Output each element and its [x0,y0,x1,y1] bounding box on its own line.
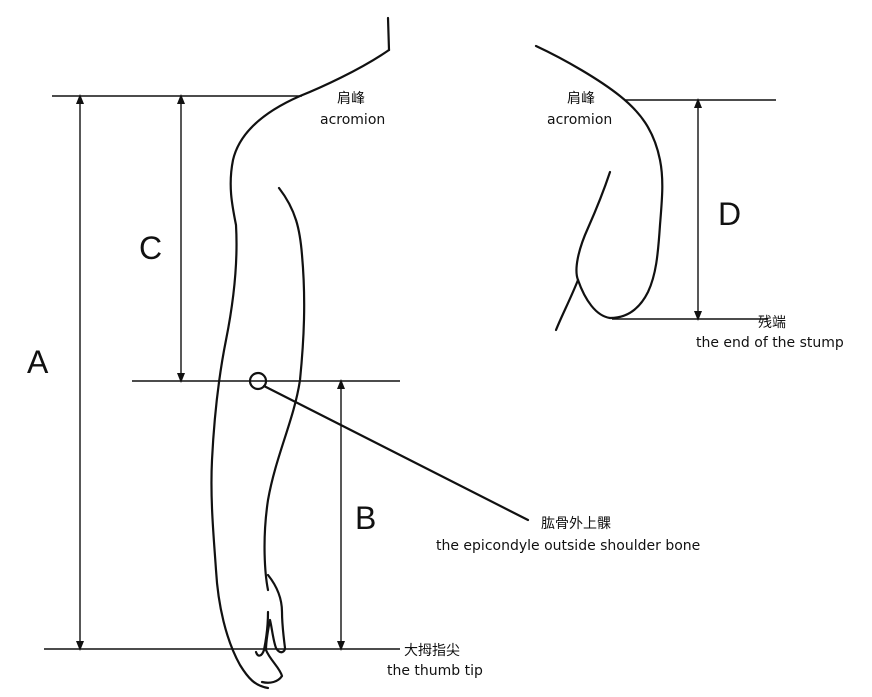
stump-end-cn: 残端 [758,315,786,331]
epicondyle-en: the epicondyle outside shoulder bone [436,538,701,554]
epicondyle-leader-line [262,384,530,522]
arm-inner-contour [263,186,306,592]
hand-contour [260,573,287,684]
thumb-contour [254,610,270,657]
dimension-label-d: D [718,196,742,232]
epicondyle-cn: 肱骨外上髁 [541,516,611,532]
acromion-right-en: acromion [547,112,613,128]
arm-outer-contour [210,48,391,690]
acromion-left-en: acromion [320,112,386,128]
stump-fold-contour [554,278,580,332]
dimension-label-b: B [355,500,377,536]
neck-line [386,16,391,52]
acromion-right-cn: 肩峰 [567,91,595,107]
acromion-left-cn: 肩峰 [337,91,365,107]
stump-end-en: the end of the stump [696,335,844,351]
stump-shoulder-contour [534,44,664,320]
dimension-label-c: C [139,230,163,266]
thumb-tip-cn: 大拇指尖 [404,643,460,659]
dimension-label-a: A [27,344,49,380]
thumb-tip-en: the thumb tip [387,663,483,679]
stump-inner-contour [575,170,612,282]
